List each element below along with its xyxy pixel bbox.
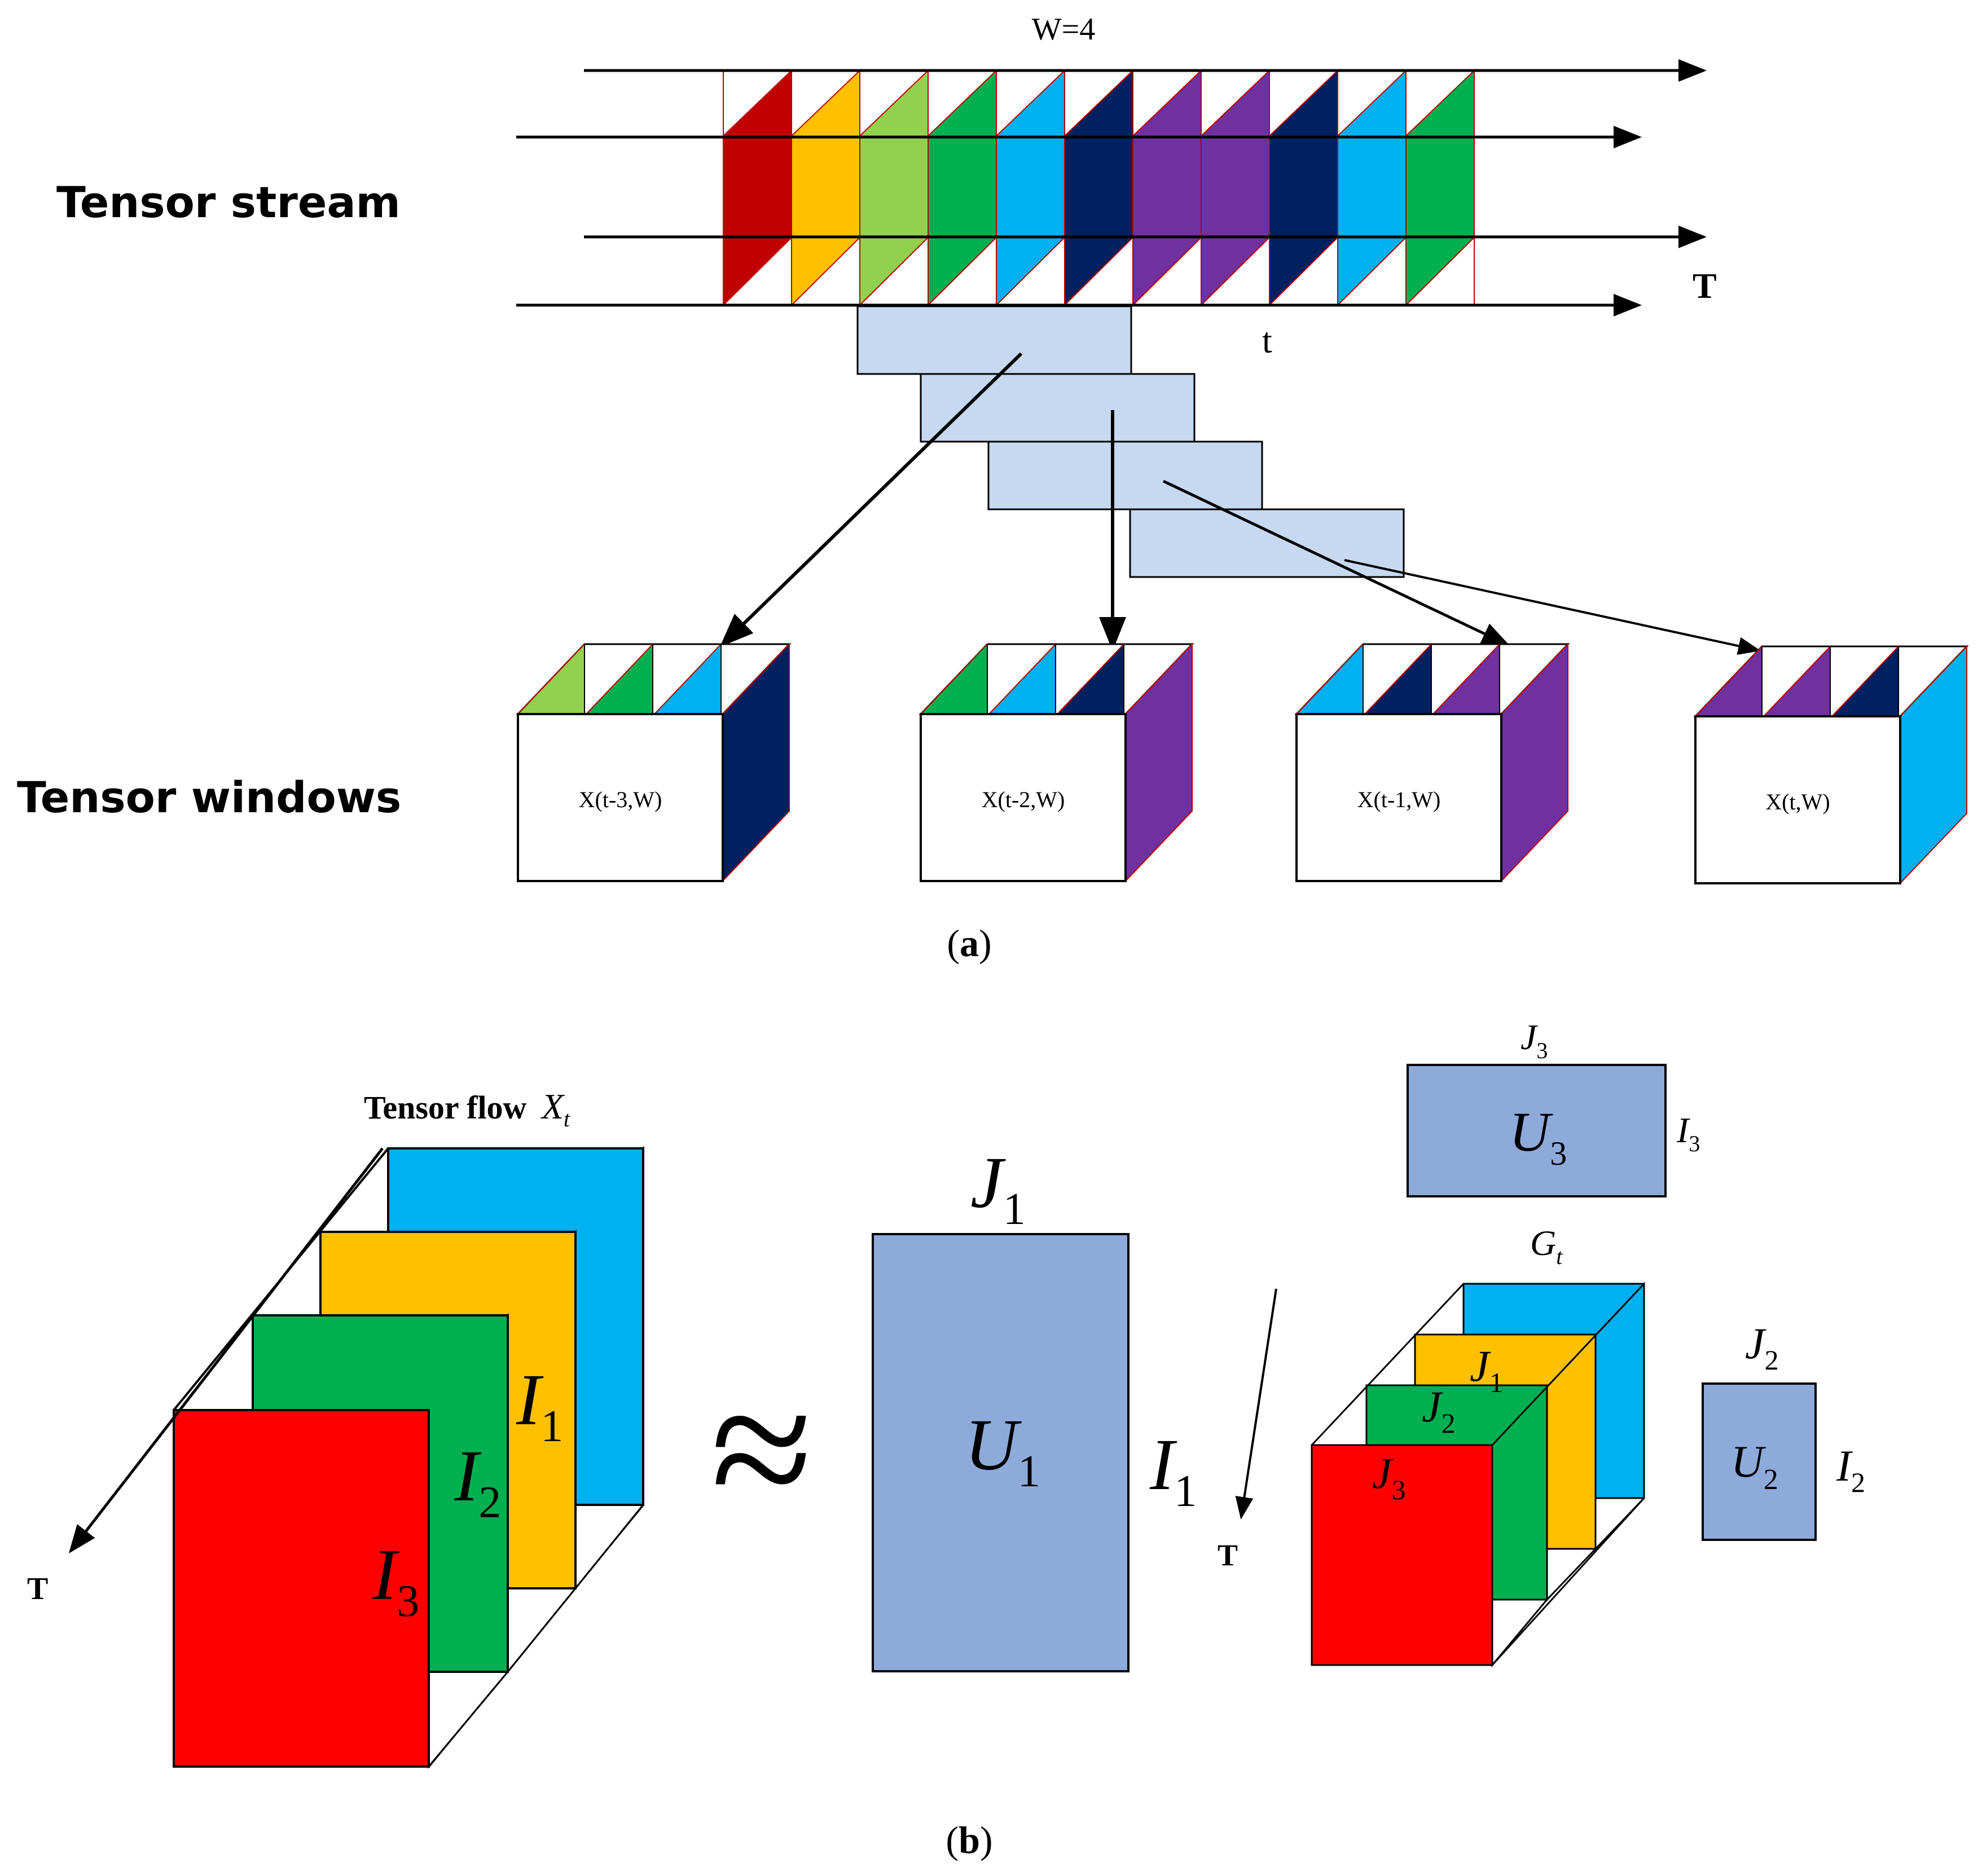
caption-b: (b) [946,1818,992,1861]
current-time-label: t [1262,320,1272,360]
window-size-label: W=4 [1032,12,1095,47]
tensor-flow-box [173,1146,644,1769]
tensor-flow-label: Tensor flow Xt [364,1086,570,1131]
tensor-window-4: X(t,W) [1693,645,1969,885]
factor-u2 [1702,1382,1817,1541]
window-top-slice [1694,645,1763,717]
factor-u1-top: J1 [970,1142,1026,1234]
stream-slices [723,69,1475,307]
window-top-slice [516,642,585,715]
core-edge [1311,1283,1465,1446]
flow-dim-i3: I3 [372,1534,419,1626]
window-band-1 [856,305,1132,375]
window-cubes: X(t-3,W) X(t-2,W) X(t-1,W) X(t,W) [516,642,1969,885]
tensor-window-3: X(t-1,W) [1294,642,1570,883]
core-tensor-label: Gt [1530,1223,1563,1269]
flow-time-axis-label: T [27,1571,48,1606]
core-dim-j2: J2 [1422,1382,1456,1439]
tensor-stream-label: Tensor stream [56,177,401,227]
caption-a: (a) [947,922,991,965]
window-band-4 [1129,508,1405,578]
core-slab [1311,1444,1493,1666]
core-time-axis [1235,1288,1277,1520]
flow-dim-i2: I2 [454,1435,501,1527]
window-front-face [1694,715,1901,884]
tensor-window-1: X(t-3,W) [516,642,792,883]
flow-slab [173,1409,430,1768]
factor-u2-top: J2 [1745,1319,1779,1376]
window-front-face [1295,713,1502,882]
window-label: X(t,W) [1765,789,1830,814]
panel-a: W=4 Tensor stream Tensor windows T t [17,12,1969,965]
tensor-windows-label: Tensor windows [17,772,401,822]
flow-dim-i1: I1 [516,1359,563,1451]
factor-u3 [1407,1064,1667,1197]
flow-time-axis [68,1147,384,1553]
factor-u1-label: U1 [965,1404,1040,1496]
window-top-slice [919,642,988,715]
window-label: X(t-2,W) [982,787,1065,812]
window-front-face [920,713,1127,882]
window-front-face [517,713,724,882]
core-time-axis-label: T [1218,1538,1238,1572]
window-band-3 [987,441,1263,510]
factor-u3-top: J3 [1520,1017,1548,1063]
core-tensor-box [1311,1282,1645,1668]
factor-u2-label: U2 [1731,1437,1778,1496]
window-band-2 [920,373,1196,443]
window-arrows [719,352,1761,655]
arrow-window-4 [1344,559,1761,655]
factor-u1 [872,1233,1130,1672]
panel-b: Tensor flow Xt T I1 I2 I3 ≈ U1 J1 I1 U3 … [27,1017,1865,1861]
factor-u1-side: I1 [1149,1424,1197,1516]
window-label: X(t-3,W) [579,787,662,812]
stream-axes [516,59,1707,316]
window-bands [856,305,1405,578]
core-edge [1491,1497,1645,1666]
tensor-window-2: X(t-2,W) [919,642,1194,883]
time-axis-label: T [1693,266,1717,306]
arrow-window-3 [1162,479,1510,646]
core-dim-j1: J1 [1470,1341,1504,1398]
core-edge [1491,1283,1645,1446]
factor-u3-side: I3 [1676,1110,1700,1156]
core-dim-j3: J3 [1372,1448,1406,1505]
window-top-slice [1295,642,1364,715]
factor-u3-label: U3 [1509,1100,1567,1172]
window-label: X(t-1,W) [1357,787,1441,812]
arrow-window-1 [719,352,1023,648]
factor-u2-side: I2 [1836,1441,1865,1498]
approx-symbol: ≈ [710,1346,812,1552]
